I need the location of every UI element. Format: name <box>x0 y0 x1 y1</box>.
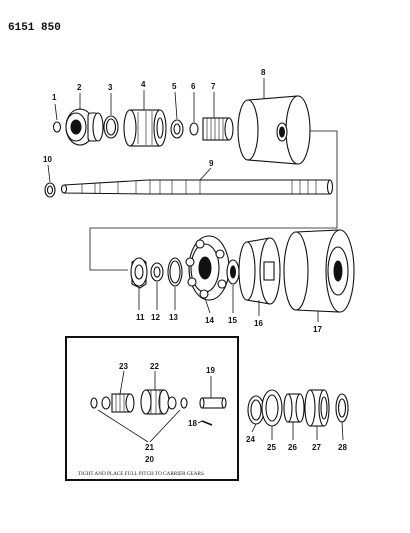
part-23-pinion <box>111 393 135 413</box>
callout-25: 25 <box>267 443 276 452</box>
part-4-annulus-gear <box>123 109 167 147</box>
part-10-washer <box>44 182 56 198</box>
part-14-planetary-assembly <box>185 235 230 301</box>
inset-caption: TIGHT AND PLACE FULL PITCH TO CARRIER GE… <box>78 471 204 477</box>
callout-20-21-leaders <box>97 409 181 443</box>
part-16-annulus-gear <box>238 237 281 305</box>
part-3-snap-ring <box>103 115 119 139</box>
part-17-drive-shell <box>283 229 355 313</box>
part-7-sun-gear <box>202 117 234 141</box>
callout-16: 16 <box>254 319 263 328</box>
part-13-snap-ring <box>167 257 183 287</box>
part-8-drum <box>237 95 311 165</box>
callout-26: 26 <box>288 443 297 452</box>
callout-27: 27 <box>312 443 321 452</box>
callout-5: 5 <box>172 82 177 91</box>
part-24-snap-ring <box>247 395 265 425</box>
part-5-thrust-washer <box>170 119 184 139</box>
callout-19: 19 <box>206 366 215 375</box>
callout-1: 1 <box>52 93 57 102</box>
callout-2: 2 <box>77 83 82 92</box>
callout-7: 7 <box>211 82 216 91</box>
part-18-pin <box>201 420 213 426</box>
callout-10: 10 <box>43 155 52 164</box>
callout-20: 20 <box>145 455 154 464</box>
part-28-washer <box>335 393 349 423</box>
callout-4: 4 <box>141 80 146 89</box>
part-15-thrust-washer <box>226 259 240 285</box>
callout-8: 8 <box>261 68 266 77</box>
callout-24: 24 <box>246 435 255 444</box>
part-2-planetary-carrier <box>65 108 104 146</box>
callout-3: 3 <box>108 83 113 92</box>
leader-lines <box>47 78 344 441</box>
part-22-pinion-gear <box>140 389 170 415</box>
part-21-thrust-washers <box>90 396 188 410</box>
part-19-pinion-shaft <box>199 397 227 409</box>
callout-14: 14 <box>205 316 214 325</box>
part-27-overrunning-clutch <box>304 389 330 427</box>
callout-11: 11 <box>136 313 145 322</box>
part-1-ring <box>52 121 62 133</box>
callout-6: 6 <box>191 82 196 91</box>
callout-9: 9 <box>209 159 214 168</box>
inset-box <box>65 336 239 481</box>
callout-18: 18 <box>188 419 197 428</box>
callout-22: 22 <box>150 362 159 371</box>
part-11-thrust-plate <box>130 257 148 289</box>
part-12-washer <box>150 262 164 282</box>
callout-13: 13 <box>169 313 178 322</box>
callout-12: 12 <box>151 313 160 322</box>
callout-21: 21 <box>145 443 154 452</box>
document-id: 6151 850 <box>8 22 61 34</box>
callout-28: 28 <box>338 443 347 452</box>
part-25-sprag <box>261 389 283 427</box>
assembly-guide-lines <box>89 130 338 271</box>
callout-23: 23 <box>119 362 128 371</box>
part-6-ring <box>189 122 199 136</box>
callout-15: 15 <box>228 316 237 325</box>
callout-17: 17 <box>313 325 322 334</box>
callout-numbers: 1 2 3 4 5 6 7 8 9 10 11 12 13 14 15 16 1… <box>43 68 347 464</box>
part-26-race <box>283 393 305 423</box>
part-9-output-shaft <box>60 179 334 195</box>
